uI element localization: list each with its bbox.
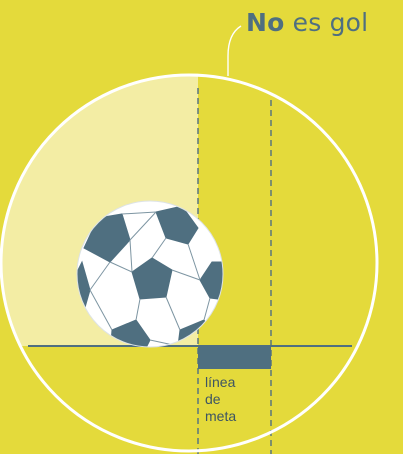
verdict-title-rest: es gol <box>292 8 369 37</box>
goal-line-label-line-1: línea <box>205 374 236 390</box>
goal-line-block <box>198 345 271 369</box>
verdict-title: No es gol <box>246 6 368 40</box>
goal-line-label-line-2: de <box>205 391 221 407</box>
goal-line-label-line-3: meta <box>205 408 237 424</box>
magnifier-circle <box>0 73 379 453</box>
callout-leader-line <box>227 25 242 76</box>
verdict-title-strong: No <box>246 8 285 37</box>
goal-line-label: línea de meta <box>205 374 236 425</box>
